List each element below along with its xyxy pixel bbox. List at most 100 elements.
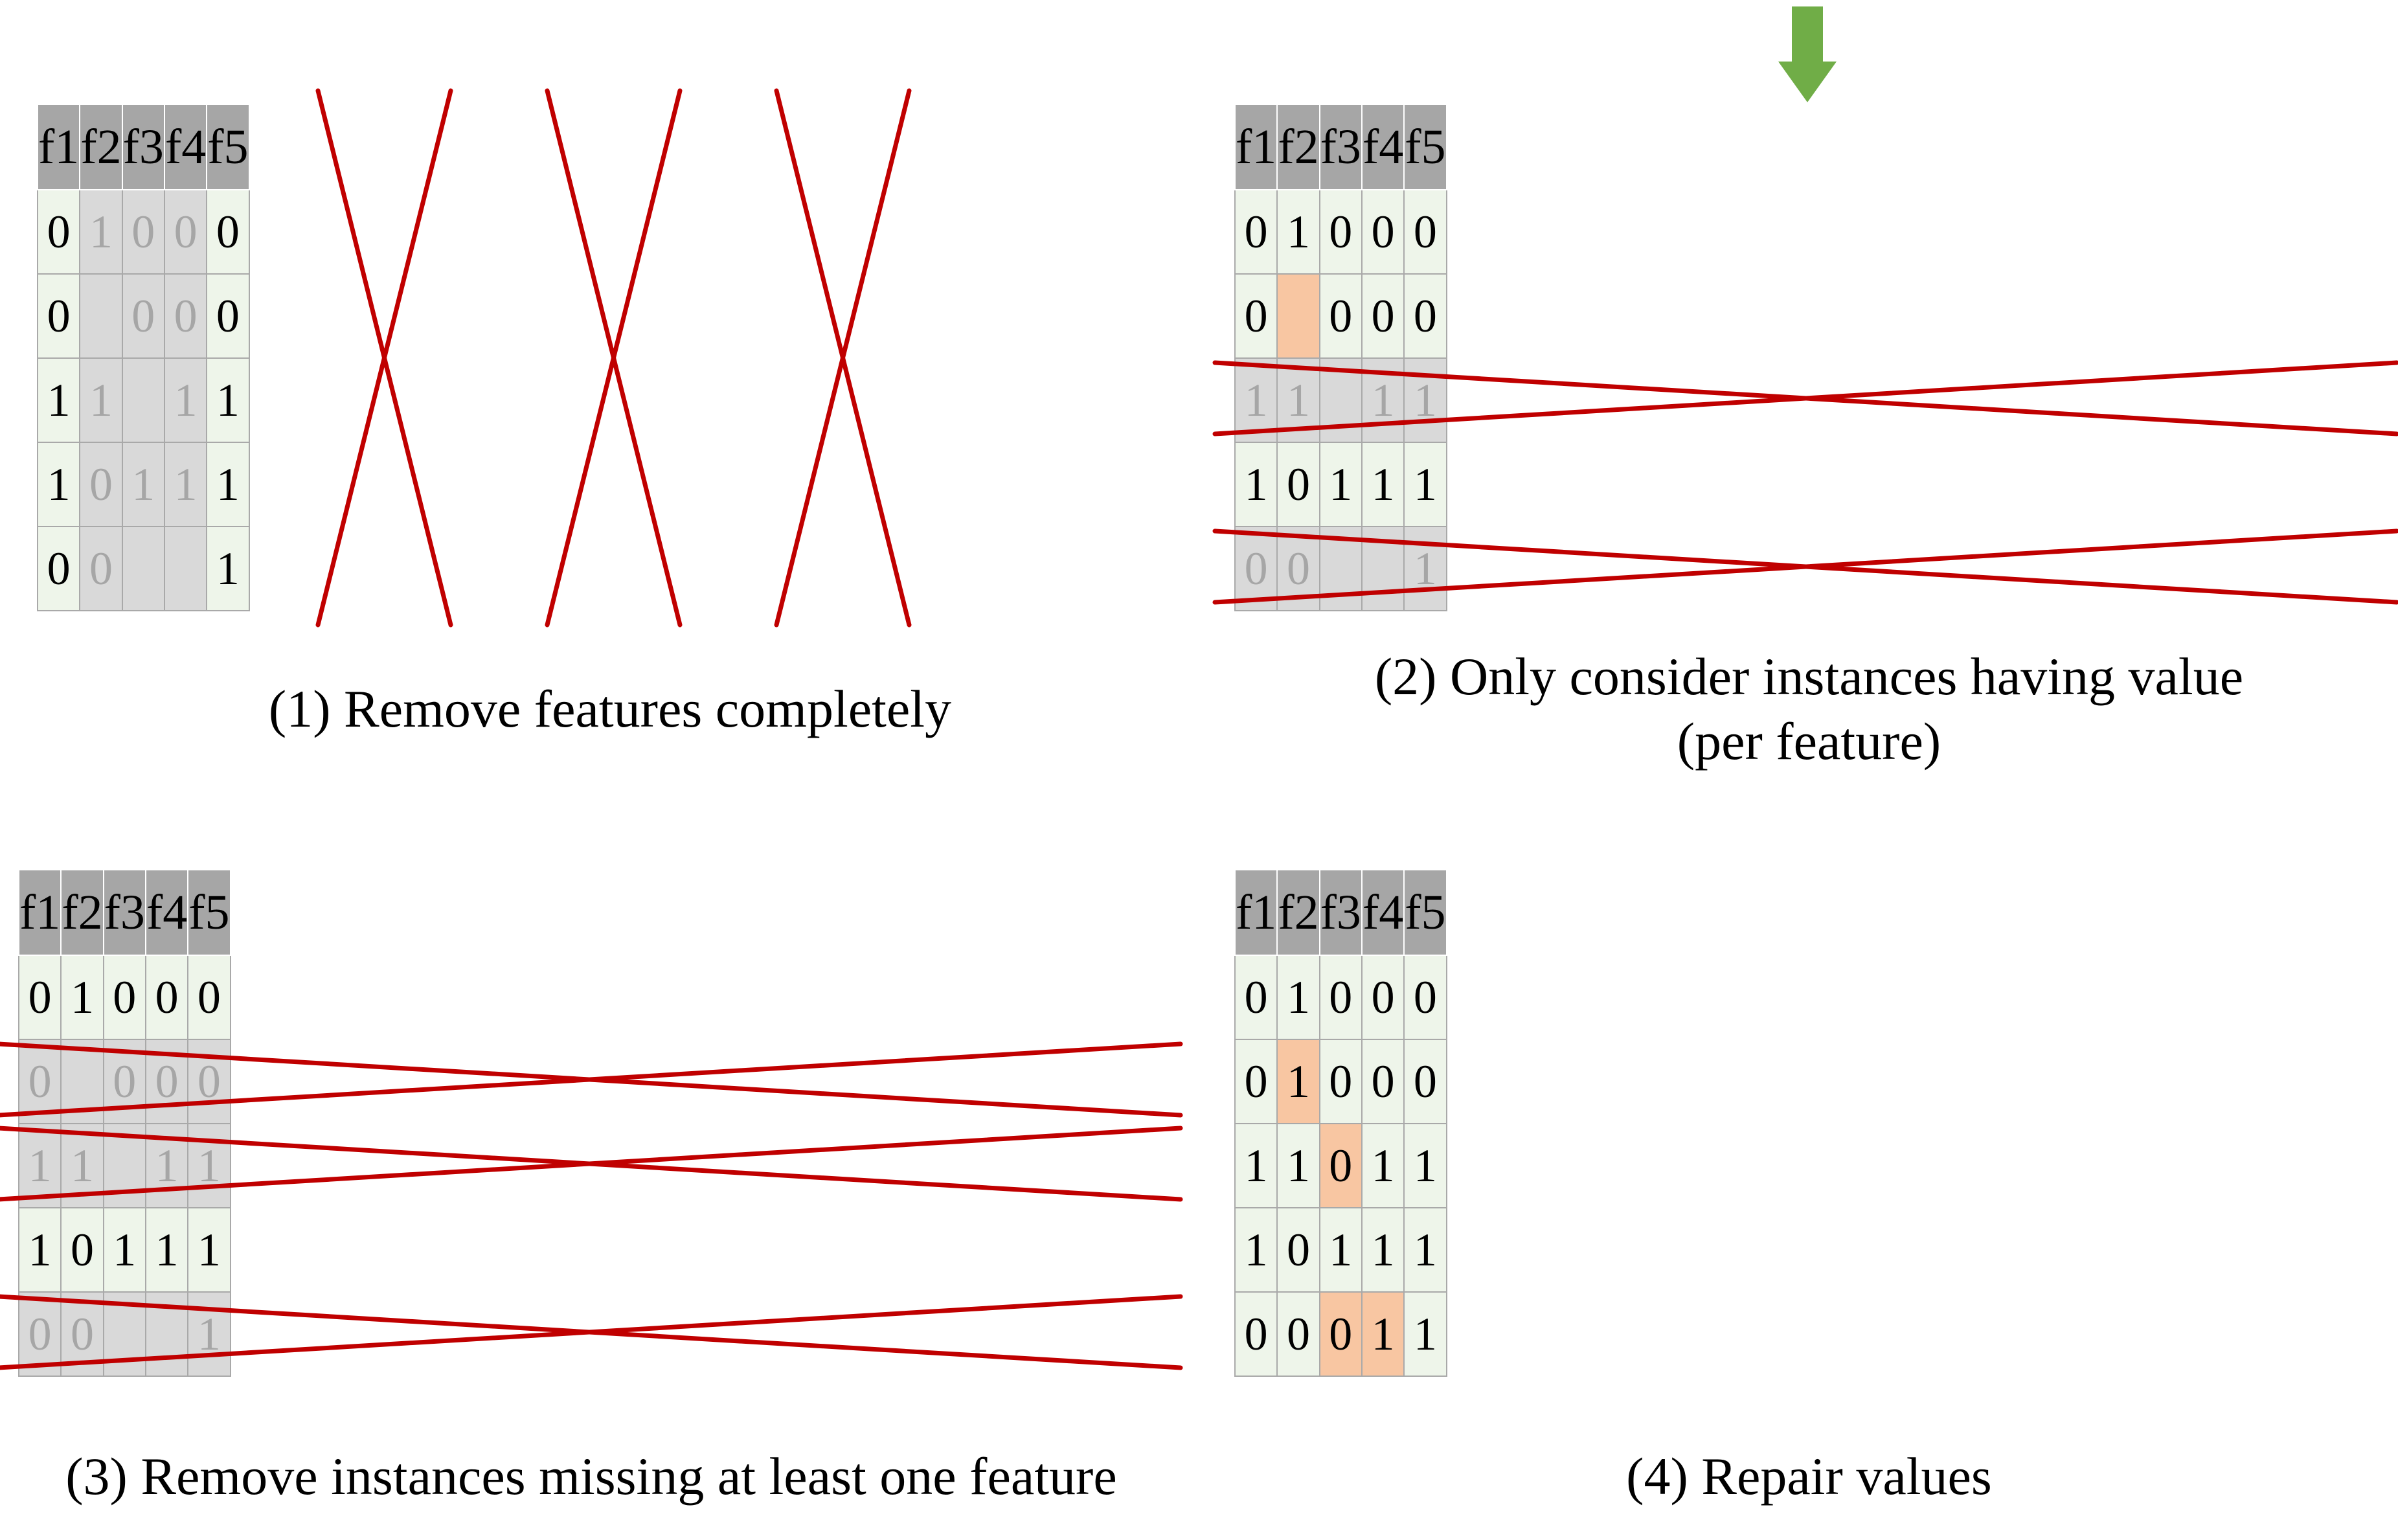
cell: 0: [102, 955, 146, 1040]
cell: 1: [1234, 442, 1278, 527]
cell: [1318, 357, 1363, 443]
cell: 0: [1403, 189, 1447, 275]
cell: 0: [187, 955, 231, 1040]
column-strike-line: [315, 88, 453, 628]
header-f1: f1: [36, 104, 81, 190]
cell: [79, 273, 123, 359]
down-arrow-icon: [1778, 6, 1837, 102]
cell: 1: [163, 357, 208, 443]
cell: 1: [1361, 1291, 1405, 1377]
cell: 1: [187, 1291, 231, 1377]
cell: 1: [1318, 1207, 1363, 1293]
header-f1: f1: [1234, 104, 1278, 190]
column-strike-line: [774, 88, 912, 628]
cell: 1: [1276, 1123, 1320, 1208]
cell: 1: [1361, 1207, 1405, 1293]
panel-caption: (2) Only consider instances having value…: [1234, 644, 2384, 774]
cell: 0: [144, 955, 189, 1040]
cell: 1: [206, 442, 250, 527]
cell: 1: [36, 442, 81, 527]
cell: 0: [1234, 273, 1278, 359]
cell: 0: [1318, 189, 1363, 275]
cell: 0: [1276, 1207, 1320, 1293]
header-f2: f2: [1276, 104, 1320, 190]
cell: 1: [79, 189, 123, 275]
column-strike-line: [545, 88, 683, 628]
header-f2: f2: [60, 869, 104, 956]
caption-line-1: (4) Repair values: [1626, 1447, 1992, 1506]
cell: [102, 1123, 146, 1208]
cell: 0: [1234, 1291, 1278, 1377]
cell: 1: [187, 1123, 231, 1208]
caption-line-1: (2) Only consider instances having value: [1374, 647, 2244, 706]
cell: [144, 1291, 189, 1377]
cell: 1: [1403, 1291, 1447, 1377]
cell: 1: [144, 1123, 189, 1208]
header-f2: f2: [79, 104, 123, 190]
cell: 0: [1318, 955, 1363, 1040]
cell: [1276, 273, 1320, 359]
header-f5: f5: [1403, 104, 1447, 190]
cell: [102, 1291, 146, 1377]
header-f4: f4: [1361, 104, 1405, 190]
cell: 0: [1361, 1039, 1405, 1124]
cell: 1: [60, 955, 104, 1040]
cell: 1: [1276, 357, 1320, 443]
cell: 1: [1403, 1123, 1447, 1208]
cell: 1: [17, 1207, 62, 1293]
cell: 0: [1276, 526, 1320, 611]
cell: 0: [1234, 526, 1278, 611]
cell: 1: [1361, 442, 1405, 527]
cell: [121, 357, 165, 443]
cell: 0: [1361, 955, 1405, 1040]
cell: 0: [1403, 1039, 1447, 1124]
header-f5: f5: [1403, 869, 1447, 956]
cell: 0: [1276, 1291, 1320, 1377]
cell: 0: [206, 189, 250, 275]
cell: 0: [121, 273, 165, 359]
cell: 0: [60, 1291, 104, 1377]
header-f4: f4: [1361, 869, 1405, 956]
cell: 1: [206, 526, 250, 611]
header-f3: f3: [121, 104, 165, 190]
cell: 1: [1276, 1039, 1320, 1124]
cell: 1: [1234, 357, 1278, 443]
cell: 1: [1234, 1123, 1278, 1208]
caption-line-2: (per feature): [1677, 712, 1941, 771]
header-f4: f4: [144, 869, 189, 956]
header-f1: f1: [17, 869, 62, 956]
cell: 0: [1318, 273, 1363, 359]
header-f3: f3: [1318, 869, 1363, 956]
header-f5: f5: [187, 869, 231, 956]
cell: [1361, 526, 1405, 611]
cell: 1: [1403, 357, 1447, 443]
cell: 1: [1234, 1207, 1278, 1293]
cell: 1: [1403, 526, 1447, 611]
panel-caption: (1) Remove features completely: [37, 677, 1183, 742]
cell: 0: [60, 1207, 104, 1293]
panel-caption: (4) Repair values: [1234, 1444, 2384, 1509]
cell: 0: [121, 189, 165, 275]
cell: 0: [17, 1039, 62, 1124]
caption-line-1: (3) Remove instances missing at least on…: [65, 1447, 1117, 1506]
cell: 0: [144, 1039, 189, 1124]
cell: 0: [1234, 955, 1278, 1040]
cell: 1: [121, 442, 165, 527]
